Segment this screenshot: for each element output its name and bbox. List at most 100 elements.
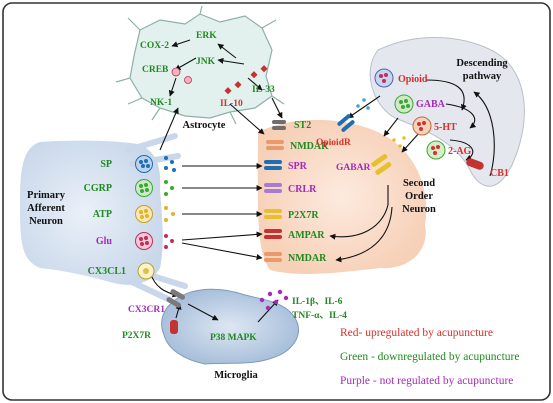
second-order-label-1: Second: [403, 178, 435, 189]
erk-label: ERK: [196, 31, 217, 41]
p2x7r-label: P2X7R: [288, 210, 319, 221]
arrow-gaba-5ht: [445, 103, 477, 129]
microglia-icons: [166, 289, 289, 334]
arrow-jnk-creb: [174, 57, 197, 71]
arrow-il33-erk: [217, 43, 237, 59]
atp-label: ATP: [93, 209, 112, 220]
nmdar-bottom-label: NMDAR: [288, 253, 327, 264]
arrow-gabar-nmdar: [335, 206, 393, 263]
arrow-cx3cr1-p38: [187, 303, 219, 321]
5ht-vesicle: [412, 116, 432, 136]
second-order-label-2: Order: [405, 191, 433, 202]
nmdar-top-icon: [266, 140, 284, 150]
nmdar-bottom-icon: [264, 252, 282, 262]
crlr-label: CRLR: [288, 184, 317, 195]
glu-vesicle: [135, 232, 174, 250]
cgrp-vesicle: [135, 179, 174, 197]
jnk-label: JNK: [196, 57, 216, 67]
gabar-label: GABAR: [336, 163, 370, 173]
opioid-label: Opioid: [398, 74, 428, 85]
arrow-gabar-ampar: [329, 204, 389, 240]
descending-label-2: pathway: [463, 71, 502, 82]
descending-label-1: Descending: [456, 58, 508, 69]
cb1-receptor-icon: [466, 158, 484, 170]
ampar-icon: [264, 229, 282, 239]
primary-neuron-label-1: Primary: [27, 190, 66, 201]
arrow-il33-jnk: [217, 57, 245, 65]
il10-particle-2: [234, 81, 242, 89]
sp-vesicle: [135, 155, 176, 173]
arrow-il33-st2: [271, 97, 283, 119]
p2x7r-microglia-label: P2X7R: [122, 331, 151, 341]
arrow-erk-cox2: [171, 39, 191, 48]
astrocyte-cell: [115, 5, 285, 125]
cx3cl1-label: CX3CL1: [88, 266, 126, 277]
st2-label: ST2: [294, 120, 311, 131]
opioid-vesicle: [374, 68, 394, 88]
spr-label: SPR: [288, 161, 308, 172]
il33-particle-2: [260, 65, 268, 73]
receptor-icons: [264, 120, 286, 262]
gaba-vesicle: [394, 94, 414, 114]
gabar-icon: [371, 136, 406, 175]
cytokines-label-1: IL-1β、IL-6: [292, 297, 343, 307]
microglia-label: Microglia: [214, 370, 258, 381]
sp-label: SP: [100, 159, 112, 170]
cx3cl1-vesicle: [137, 262, 155, 280]
cox2-label: COX-2: [140, 41, 169, 51]
primary-neuron-label-3: Neuron: [29, 216, 63, 227]
arrow-gaba-gabar: [383, 117, 399, 137]
il10-label: IL-10: [220, 99, 243, 109]
2ag-vesicle: [426, 140, 446, 160]
il33-label: IL-33: [252, 85, 275, 95]
axon-extensions: [125, 133, 188, 303]
cytokine-particles: [259, 289, 289, 311]
cgrp-label: CGRP: [84, 183, 112, 194]
primary-afferent-neuron-shape: [20, 140, 163, 285]
second-order-label-3: Neuron: [402, 204, 436, 215]
legend-upregulated: Red- upregulated by acupuncture: [340, 327, 493, 339]
cytokines-label-2: TNF-α、IL-4: [292, 311, 347, 321]
descending-pathway-shape: [369, 37, 525, 187]
arrow-opioid-gaba: [425, 79, 467, 111]
arrow-glu-ampar: [181, 231, 263, 241]
gaba-label: GABA: [416, 99, 446, 110]
5ht-label: 5-HT: [434, 122, 457, 133]
st2-icon: [272, 120, 286, 130]
arrow-opioid-opioidr: [347, 95, 381, 119]
p38-mapk-label: P38 MAPK: [210, 333, 257, 343]
descending-icons: [337, 68, 484, 175]
cx3cr1-receptor-icon: [166, 289, 186, 308]
legend-not-regulated: Purple - not regulated by acupuncture: [340, 375, 514, 387]
opioidr-label: OpioidR: [316, 138, 351, 148]
cx3cr1-label: CX3CR1: [128, 305, 165, 315]
signaling-arrows: [149, 39, 495, 323]
glu-label: Glu: [96, 236, 113, 247]
astrocyte-icons: [171, 65, 268, 95]
opioidr-icon: [337, 98, 370, 132]
astrocyte-label: Astrocyte: [183, 120, 226, 131]
mediator-vesicles: [135, 155, 176, 280]
nk1-marker: [184, 76, 192, 84]
arrow-astro-il33: [247, 77, 263, 91]
cb1-label: CB1: [490, 168, 509, 179]
nk1-label: NK-1: [150, 98, 172, 108]
spr-icon: [264, 160, 282, 170]
2ag-label: 2-AG: [448, 146, 472, 157]
arrow-neuron-nk1: [159, 107, 179, 151]
arrow-cb1-loop: [473, 91, 495, 177]
p2x7r-microglia-icon: [170, 320, 178, 334]
atp-vesicle: [135, 205, 175, 223]
creb-marker: [171, 67, 181, 77]
p2x7r-icon: [264, 209, 282, 219]
arrow-5ht-2ag: [449, 139, 474, 161]
primary-neuron-label-2: Afferent: [27, 203, 65, 214]
creb-label: CREB: [142, 65, 169, 75]
nmdar-top-label: NMDAR: [290, 141, 329, 152]
arrow-il10-nmdar: [229, 103, 265, 135]
il33-particle: [250, 71, 258, 79]
arrow-glu-nmdar: [181, 242, 263, 260]
ampar-label: AMPAR: [288, 230, 325, 241]
